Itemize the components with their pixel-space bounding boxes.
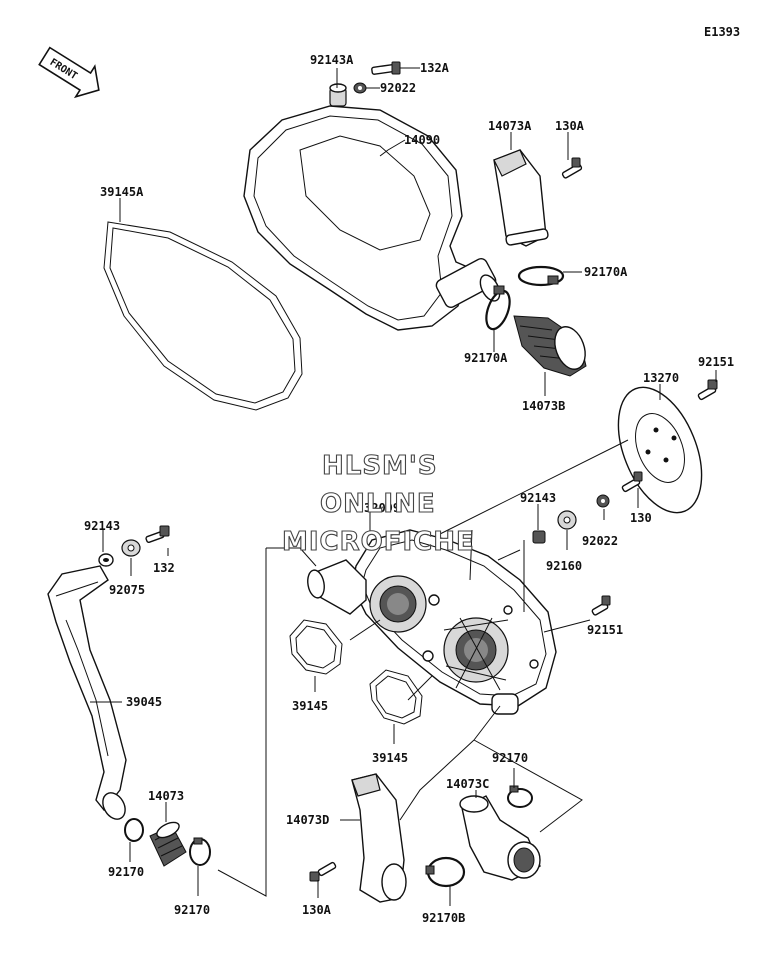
label-92075: 92075: [109, 583, 145, 597]
label-132: 132: [153, 561, 175, 575]
bushing-92160: [557, 510, 577, 530]
label-92170A-left: 92170A: [464, 351, 508, 365]
duct-14073D: [351, 773, 407, 903]
seal-39145-a: [289, 619, 343, 675]
bolt-130: [621, 471, 643, 493]
label-92170-right: 92170: [492, 751, 528, 765]
gasket-39145A: [103, 221, 303, 411]
watermark-line-1: HLSM'S: [322, 451, 438, 481]
label-39145A: 39145A: [100, 185, 144, 199]
label-92160: 92160: [546, 559, 582, 573]
clamp-92170A-right: [517, 265, 565, 287]
bushing-92143-right: [532, 530, 546, 544]
duct-39045: [47, 565, 127, 820]
label-92143A: 92143A: [310, 53, 354, 67]
watermark: HLSM'S ONLINE MICROFICHE: [281, 450, 475, 557]
label-32099: 32099: [364, 501, 400, 515]
label-14073A: 14073A: [488, 119, 532, 133]
bolt-132A: [371, 61, 401, 75]
label-92022-top: 92022: [380, 81, 416, 95]
elbow-14073B: [513, 315, 587, 377]
bolt-130A-bottom: [309, 861, 337, 882]
label-13270: 13270: [643, 371, 679, 385]
label-92170A-right: 92170A: [584, 265, 628, 279]
label-130A-bottom: 130A: [302, 903, 332, 917]
bushing-92075: [121, 539, 141, 557]
clamp-92170-right: [507, 785, 533, 808]
bolt-130A-top: [561, 157, 583, 179]
clamp-92170B: [425, 856, 466, 888]
part-labels: 92143A 132A 92022 14090 14073A 130A 3914…: [84, 53, 734, 925]
elbow-14073C: [459, 795, 541, 881]
label-92170-left-a: 92170: [108, 865, 144, 879]
label-92143-left: 92143: [84, 519, 120, 533]
bushing-92143A: [329, 83, 347, 107]
label-14073B: 14073B: [522, 399, 565, 413]
clamp-92170A-left: [485, 285, 511, 331]
outer-cover-14090: [243, 105, 501, 331]
bolt-132: [145, 525, 170, 544]
washer-92022-top: [353, 82, 367, 94]
label-130A-top: 130A: [555, 119, 585, 133]
watermark-line-2: ONLINE: [320, 489, 436, 519]
label-130: 130: [630, 511, 652, 525]
label-39145-b: 39145: [372, 751, 408, 765]
clamp-92170-left-b: [189, 837, 211, 866]
label-14073C: 14073C: [446, 777, 489, 791]
label-39145-a: 39145: [292, 699, 328, 713]
label-92170-left-b: 92170: [174, 903, 210, 917]
label-39045: 39045: [126, 695, 162, 709]
duct-14073A: [493, 149, 549, 247]
label-14073: 14073: [148, 789, 184, 803]
label-14090: 14090: [404, 133, 440, 147]
inner-cover-32099: [307, 529, 557, 715]
bushing-92143-left: [98, 553, 114, 567]
label-92143-right: 92143: [520, 491, 556, 505]
leader-lines: [90, 67, 717, 906]
label-92151-mid: 92151: [587, 623, 623, 637]
label-92151-top: 92151: [698, 355, 734, 369]
hose-14073: [149, 821, 187, 867]
bolt-92151-top: [697, 379, 718, 401]
drawing-code: E1393: [704, 25, 740, 39]
seal-39145-b: [369, 669, 423, 725]
label-132A: 132A: [420, 61, 450, 75]
label-92170B: 92170B: [422, 911, 465, 925]
label-14073D: 14073D: [286, 813, 329, 827]
watermark-line-3: MICROFICHE: [282, 527, 475, 557]
clamp-92170-left-a: [124, 818, 144, 842]
bolt-92151-mid: [591, 595, 611, 616]
label-92022-right: 92022: [582, 534, 618, 548]
washer-92022-right: [596, 494, 610, 508]
front-arrow-icon: FRONT: [38, 46, 100, 99]
